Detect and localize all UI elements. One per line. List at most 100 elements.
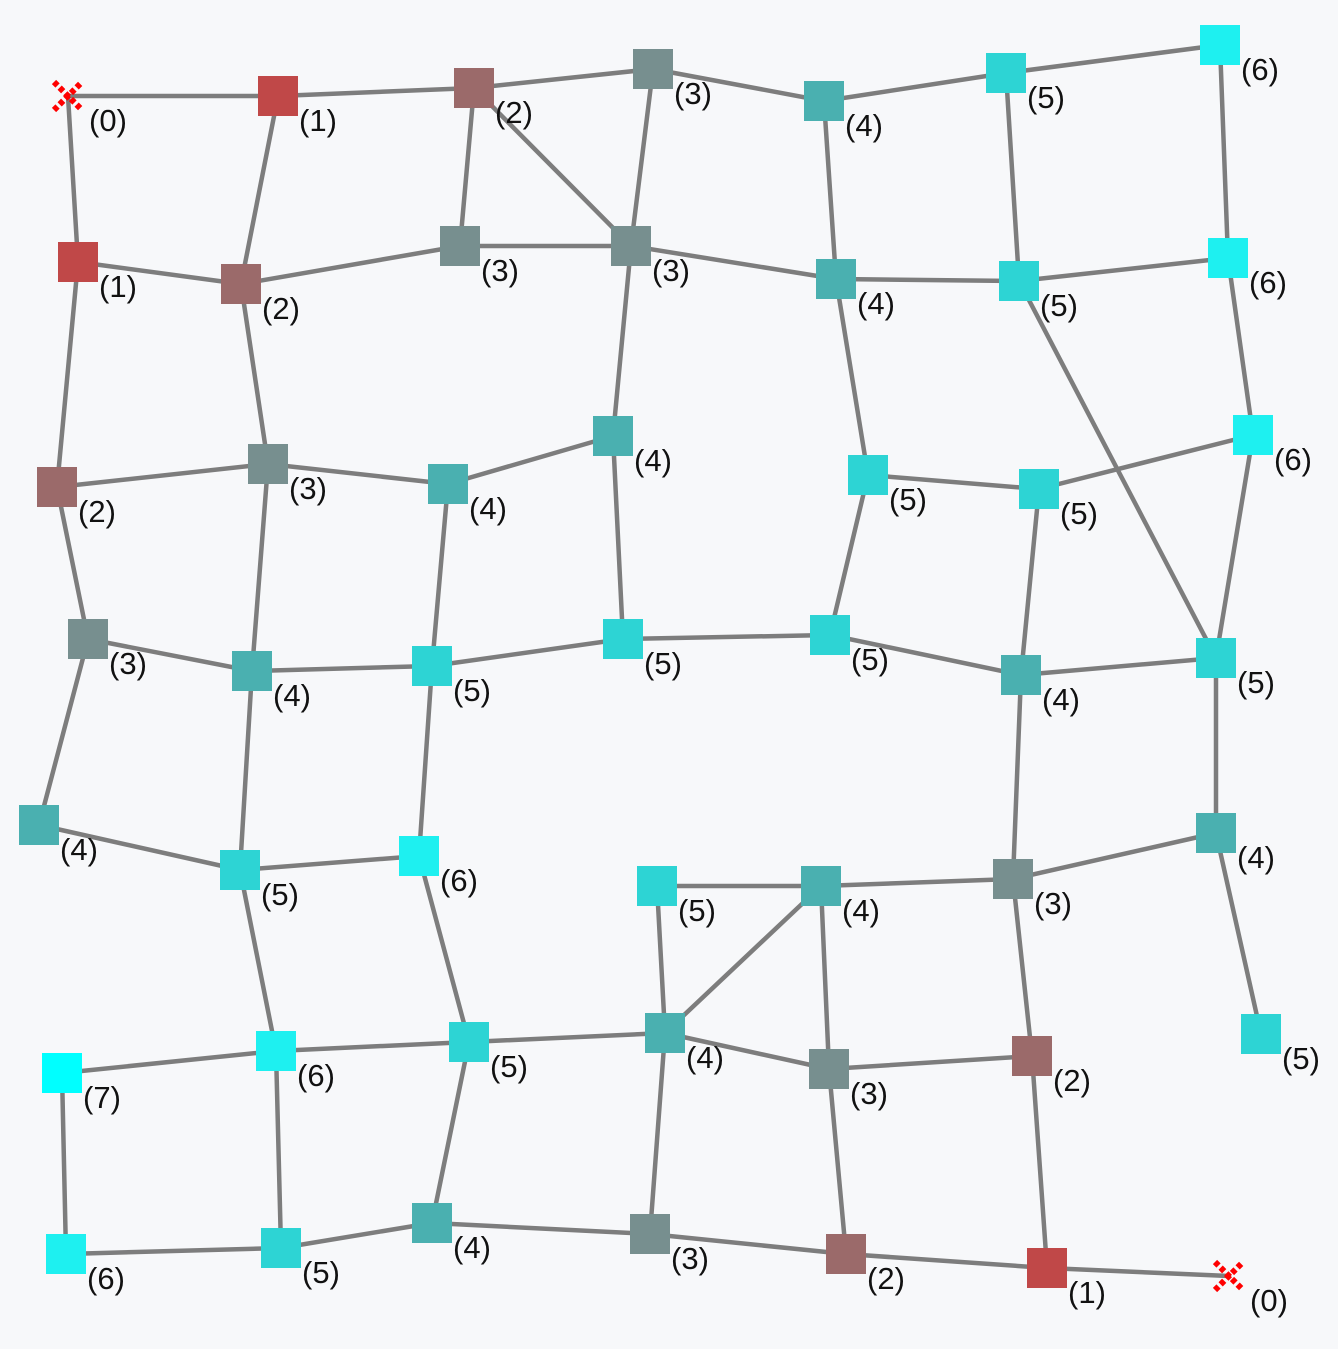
node-label: (4) — [686, 1040, 724, 1075]
node-label: (6) — [1241, 52, 1279, 87]
edge-c3-c4 — [265, 461, 451, 487]
node-square — [804, 81, 844, 121]
edge-d3-d4 — [85, 636, 255, 674]
edge-a1-a2 — [275, 85, 477, 99]
graph-node-g2: (2) — [826, 1234, 905, 1296]
edge-a2-b3 — [457, 85, 477, 249]
graph-node-b5: (5) — [999, 261, 1078, 323]
edge-e3-f2 — [1010, 876, 1035, 1059]
graph-node-d5: (5) — [412, 646, 491, 708]
edge-a5-a6 — [1003, 42, 1223, 76]
node-label: (6) — [440, 863, 478, 898]
graph-node-t0: (0) — [1212, 1259, 1288, 1318]
node-square — [1200, 25, 1240, 65]
graph-node-g4: (4) — [412, 1203, 491, 1265]
edge-d4-d5 — [249, 663, 435, 674]
edge-g3-g2 — [647, 1231, 849, 1257]
graph-node-g6: (6) — [46, 1234, 125, 1296]
node-label: (6) — [1274, 442, 1312, 477]
edge-e4m-f4 — [662, 883, 824, 1036]
graph-node-e3: (3) — [993, 859, 1072, 921]
graph-node-c3: (3) — [248, 444, 327, 506]
node-square — [68, 619, 108, 659]
edge-g5-g4 — [278, 1220, 435, 1251]
node-label: (2) — [262, 291, 300, 326]
node-square — [440, 226, 480, 266]
node-square — [848, 455, 888, 495]
edge-e4-e5 — [36, 822, 243, 873]
edge-d4-e5 — [237, 668, 255, 873]
graph-node-d4: (4) — [232, 651, 311, 713]
node-label: (5) — [1237, 665, 1275, 700]
edges-layer — [36, 42, 1264, 1279]
edge-a2-a3 — [471, 66, 656, 91]
node-label: (3) — [652, 253, 690, 288]
edge-c4-d5 — [429, 481, 451, 669]
node-label: (1) — [299, 103, 337, 138]
node-square — [986, 53, 1026, 93]
edge-g4-g3 — [429, 1220, 653, 1237]
node-square — [1012, 1036, 1052, 1076]
node-label: (6) — [1249, 265, 1287, 300]
node-label: (4) — [634, 443, 672, 478]
edge-b3r-c4r — [610, 243, 634, 439]
node-label: (2) — [867, 1261, 905, 1296]
edge-c5-d4r — [1018, 486, 1042, 678]
graph-node-s0: (0) — [51, 79, 127, 138]
edge-c5-c6 — [1036, 432, 1256, 492]
edge-a6-b6 — [1217, 42, 1231, 261]
edge-f2-g1 — [1029, 1053, 1050, 1271]
node-square — [454, 68, 494, 108]
node-label: (5) — [1282, 1041, 1320, 1076]
node-square — [220, 850, 260, 890]
node-square — [399, 836, 439, 876]
edge-f7-g6 — [59, 1070, 69, 1257]
edge-s0-b1 — [65, 93, 81, 265]
edge-f4-f3 — [662, 1030, 832, 1072]
node-label: (4) — [469, 491, 507, 526]
edge-c5r-d5c — [827, 472, 871, 638]
edge-e4m-f3 — [818, 883, 832, 1072]
cross-marker-icon — [1212, 1259, 1246, 1293]
node-label: (4) — [842, 893, 880, 928]
node-label: (6) — [87, 1261, 125, 1296]
node-square — [993, 859, 1033, 899]
edge-d5c-d4r — [827, 632, 1024, 678]
graph-node-c5: (5) — [1019, 469, 1098, 531]
node-label: (4) — [845, 108, 883, 143]
graph-node-g1: (1) — [1027, 1248, 1106, 1310]
graph-node-b3r: (3) — [611, 226, 690, 288]
edge-e5-f6 — [237, 867, 279, 1054]
node-square — [603, 619, 643, 659]
graph-node-e5r: (5) — [1241, 1014, 1320, 1076]
graph-node-c5r: (5) — [848, 455, 927, 517]
node-square — [633, 49, 673, 89]
graph-node-g5: (5) — [261, 1228, 340, 1290]
edge-e5m-f4 — [654, 883, 668, 1036]
graph-node-d3: (3) — [68, 619, 147, 681]
graph-node-b6: (6) — [1208, 238, 1287, 300]
node-square — [1019, 469, 1059, 509]
node-square — [232, 651, 272, 691]
node-square — [816, 259, 856, 299]
node-square — [412, 646, 452, 686]
node-square — [1196, 813, 1236, 853]
node-square — [46, 1234, 86, 1274]
edge-d4r-d5r — [1018, 655, 1219, 678]
node-square — [19, 805, 59, 845]
graph-node-b3: (3) — [440, 226, 519, 288]
node-square — [42, 1053, 82, 1093]
graph-node-c4r: (4) — [593, 416, 672, 478]
edge-a5-b5 — [1003, 70, 1022, 284]
nodes-layer: (0) (1) (2) (3) (4) (5) (6) (1) (2) (3) (3) (4) (5) (… — [19, 25, 1320, 1318]
edge-d3-e4 — [36, 636, 91, 828]
edge-b5-b6 — [1016, 255, 1231, 284]
node-square — [809, 1049, 849, 1089]
node-label: (5) — [851, 642, 889, 677]
node-label: (3) — [850, 1076, 888, 1111]
graph-node-f7: (7) — [42, 1053, 121, 1115]
node-square — [58, 242, 98, 282]
edge-a4-a5 — [821, 70, 1009, 104]
graph-node-c4: (4) — [428, 464, 507, 526]
node-label: (5) — [678, 893, 716, 928]
